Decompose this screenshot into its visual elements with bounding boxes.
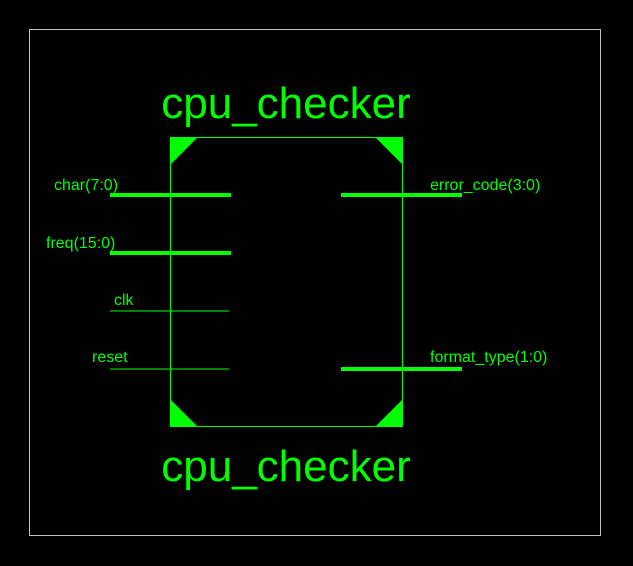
output-pin-error-code[interactable]: error_code(3:0): [341, 177, 540, 197]
pin-label-clk: clk: [114, 292, 135, 309]
component-symbol[interactable]: [170, 137, 403, 427]
corner-marker-top-left: [170, 137, 198, 165]
input-pin-freq[interactable]: freq(15:0): [46, 235, 231, 255]
input-pin-char[interactable]: char(7:0): [54, 177, 231, 197]
corner-marker-top-right: [375, 137, 403, 165]
input-pin-reset[interactable]: reset: [92, 349, 229, 370]
corner-marker-bottom-left: [170, 399, 198, 427]
corner-marker-bottom-right: [375, 399, 403, 427]
component-name-top: cpu_checker: [161, 79, 410, 128]
pin-label-error-code: error_code(3:0): [430, 177, 540, 194]
pin-label-reset: reset: [92, 349, 128, 366]
pin-label-format-type: format_type(1:0): [430, 349, 547, 366]
component-name-bottom: cpu_checker: [161, 442, 410, 491]
sheet-frame: [29, 29, 601, 536]
component-body: [170, 137, 403, 427]
input-pin-clk[interactable]: clk: [110, 292, 229, 312]
pin-label-char: char(7:0): [54, 177, 118, 194]
output-pin-format-type[interactable]: format_type(1:0): [341, 349, 547, 371]
pin-label-freq: freq(15:0): [46, 235, 115, 252]
